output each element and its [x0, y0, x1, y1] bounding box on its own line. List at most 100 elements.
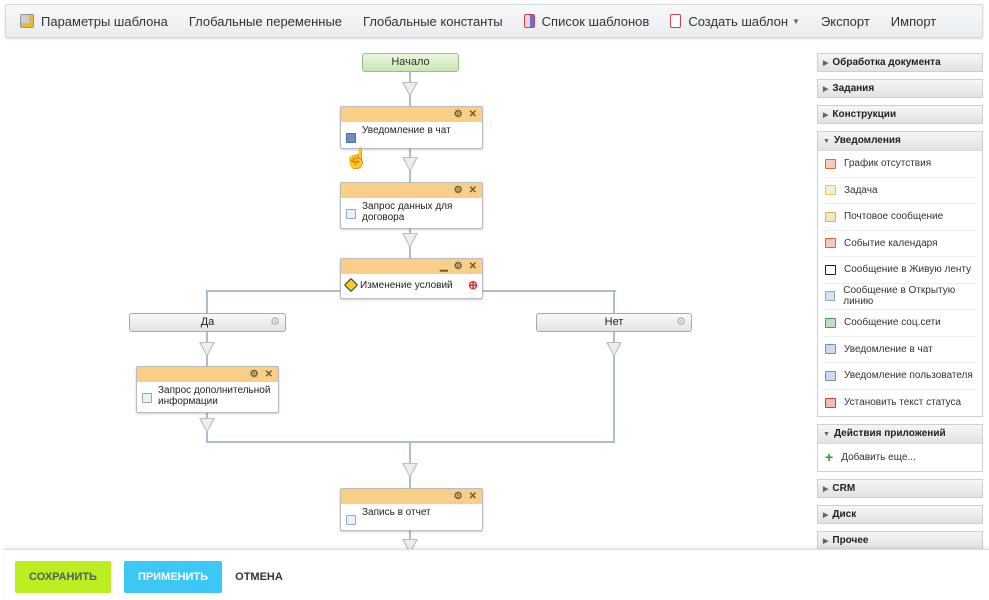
add-arrow[interactable] — [402, 463, 418, 478]
request-icon — [142, 393, 152, 403]
apply-button[interactable]: ПРИМЕНИТЬ — [124, 561, 222, 593]
group-label: Прочее — [832, 535, 868, 546]
activity-condition[interactable]: ▁ ⚙ ✕ Изменение условий⊕ — [340, 258, 483, 299]
save-button[interactable]: СОХРАНИТЬ — [15, 561, 111, 593]
global-variables-button[interactable]: Глобальные переменные — [189, 14, 342, 29]
hand-cursor-icon: ☝ — [344, 146, 369, 171]
group-other[interactable]: ▶ Прочее — [817, 531, 983, 550]
cancel-button[interactable]: ОТМЕНА — [234, 561, 284, 593]
branch-yes[interactable]: Да ⚙ — [129, 313, 286, 332]
template-params-button[interactable]: Параметры шаблона — [20, 14, 168, 29]
gear-icon[interactable]: ⚙ — [454, 185, 463, 196]
request-icon — [346, 209, 356, 219]
minimize-icon[interactable]: ▁ — [440, 261, 448, 272]
palette-item[interactable]: Сообщение в Открытую линию — [824, 284, 976, 311]
social-message-icon — [825, 318, 836, 328]
close-icon[interactable]: ✕ — [469, 491, 477, 502]
open-line-icon — [825, 291, 835, 301]
close-icon[interactable]: ✕ — [469, 261, 477, 272]
group-label: Диск — [832, 509, 856, 520]
template-list-icon — [524, 14, 535, 28]
group-app-actions-header[interactable]: ▼Действия приложений — [818, 425, 982, 444]
gear-icon[interactable]: ⚙ — [270, 314, 280, 331]
activity-report[interactable]: ⚙ ✕ Запись в отчет — [340, 488, 483, 531]
connector — [206, 290, 208, 313]
palette-item[interactable]: Уведомление пользователя — [824, 363, 976, 390]
add-more-item[interactable]: + Добавить еще... — [824, 444, 976, 471]
gear-icon[interactable]: ⚙ — [454, 261, 463, 272]
branch-label: Да — [201, 316, 215, 328]
gear-icon[interactable]: ⚙ — [454, 491, 463, 502]
palette-item[interactable]: Задача — [824, 178, 976, 205]
task-icon — [825, 185, 836, 195]
activity-title: Запись в отчет — [362, 507, 431, 518]
item-label: Событие календаря — [844, 238, 938, 249]
chevron-down-icon: ▼ — [792, 17, 800, 26]
caret-down-icon: ▼ — [823, 138, 830, 145]
settings-template-icon — [20, 14, 34, 28]
activity-palette: ▶Обработка документа ▶Задания ▶Конструкц… — [817, 53, 983, 557]
group-constructions[interactable]: ▶Конструкции — [817, 105, 983, 124]
palette-item[interactable]: Сообщение в Живую ленту — [824, 257, 976, 284]
close-icon[interactable]: ✕ — [469, 185, 477, 196]
activity-title: Изменение условий — [360, 280, 468, 291]
group-label: Конструкции — [832, 109, 896, 120]
label: Список шаблонов — [542, 14, 650, 29]
group-document-processing[interactable]: ▶Обработка документа — [817, 53, 983, 72]
item-label: Добавить еще... — [841, 452, 916, 463]
group-label: Уведомления — [834, 135, 901, 146]
palette-item[interactable]: Событие календаря — [824, 231, 976, 258]
group-label: Действия приложений — [834, 428, 946, 439]
close-icon[interactable]: ✕ — [265, 369, 273, 380]
activity-chat-notify[interactable]: ⚙✕ Уведомление в чат — [340, 106, 483, 149]
add-arrow[interactable] — [606, 342, 622, 357]
gear-icon[interactable]: ⚙ — [454, 109, 463, 120]
activity-title: Запрос данных для договора — [362, 201, 478, 223]
import-button[interactable]: Импорт — [891, 14, 936, 29]
activity-title: Запрос дополнительной информации — [158, 385, 274, 407]
group-tasks[interactable]: ▶Задания — [817, 79, 983, 98]
add-branch-icon[interactable]: ⊕ — [468, 280, 478, 291]
item-label: Сообщение в Живую ленту — [844, 264, 971, 275]
add-arrow[interactable] — [402, 157, 418, 172]
caret-right-icon: ▶ — [823, 512, 828, 519]
calendar-icon — [825, 238, 836, 248]
palette-item[interactable]: График отсутствия — [824, 151, 976, 178]
mail-icon — [825, 212, 836, 222]
add-arrow[interactable] — [402, 233, 418, 248]
gear-icon[interactable]: ⚙ — [676, 314, 686, 331]
item-label: Сообщение соц.сети — [844, 317, 941, 328]
caret-right-icon: ▶ — [823, 538, 828, 545]
template-list-button[interactable]: Список шаблонов — [524, 14, 650, 29]
palette-item[interactable]: Уведомление в чат — [824, 337, 976, 364]
item-label: Сообщение в Открытую линию — [843, 285, 976, 307]
condition-icon — [344, 278, 358, 292]
group-app-actions: ▼Действия приложений + Добавить еще... — [817, 424, 983, 472]
palette-item[interactable]: Установить текст статуса — [824, 390, 976, 417]
group-disk[interactable]: ▶ Диск — [817, 505, 983, 524]
top-toolbar: Параметры шаблона Глобальные переменные … — [5, 4, 983, 38]
group-notifications-header[interactable]: ▼ Уведомления — [818, 132, 982, 151]
global-constants-button[interactable]: Глобальные константы — [363, 14, 503, 29]
group-crm[interactable]: ▶CRM — [817, 479, 983, 498]
palette-item[interactable]: Сообщение соц.сети — [824, 310, 976, 337]
palette-item[interactable]: Почтовое сообщение — [824, 204, 976, 231]
label: Создать шаблон — [688, 14, 788, 29]
activity-request-contract[interactable]: ⚙ ✕ Запрос данных для договора — [340, 182, 483, 229]
close-icon[interactable]: ✕ — [469, 109, 477, 120]
add-arrow[interactable] — [199, 418, 215, 433]
label: Глобальные переменные — [189, 14, 342, 29]
add-arrow[interactable] — [199, 342, 215, 357]
gear-icon[interactable]: ⚙ — [250, 369, 259, 380]
add-arrow[interactable] — [402, 82, 418, 97]
item-label: График отсутствия — [844, 158, 931, 169]
branch-no[interactable]: Нет⚙ — [536, 313, 692, 332]
group-notifications: ▼ Уведомления График отсутствияЗадачаПочт… — [817, 131, 983, 417]
item-label: Уведомление в чат — [844, 344, 933, 355]
chat-notify-icon — [346, 133, 356, 143]
export-button[interactable]: Экспорт — [821, 14, 870, 29]
status-check-icon — [825, 398, 836, 408]
plus-icon: + — [825, 449, 833, 465]
create-template-button[interactable]: Создать шаблон ▼ — [670, 14, 800, 29]
activity-request-info[interactable]: ⚙ ✕ Запрос дополнительной информации — [136, 366, 279, 413]
